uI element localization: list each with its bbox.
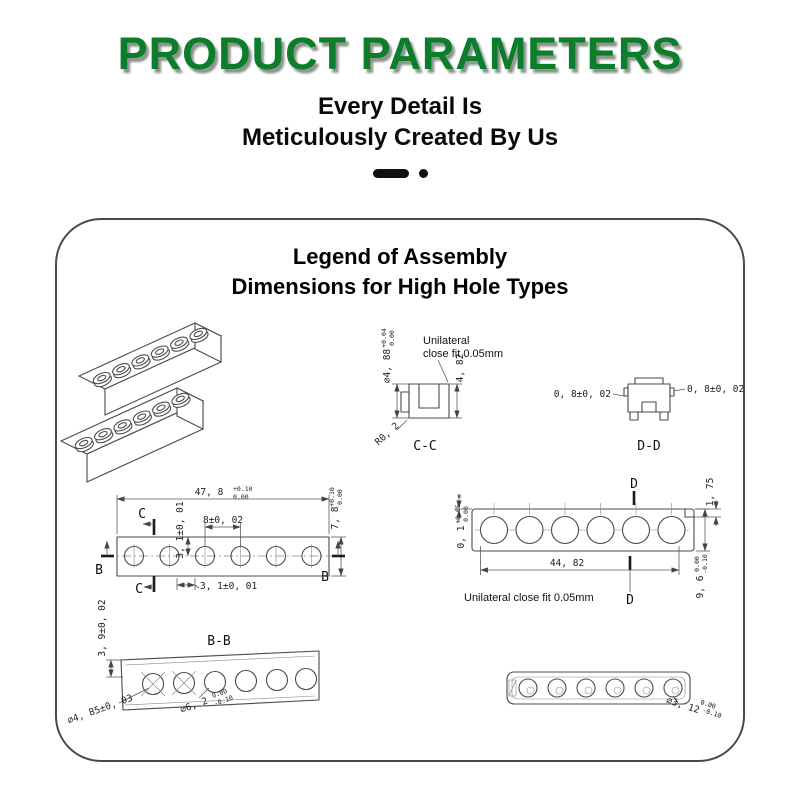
cc-note-line2: close fit 0.05mm bbox=[423, 348, 503, 360]
bb-section-label: B-B bbox=[207, 634, 231, 649]
isometric-bricks bbox=[59, 322, 223, 483]
front-height-tol-upper: +0.10 bbox=[328, 487, 336, 507]
top-flange-star: * bbox=[456, 493, 467, 499]
front-section-marker-c-top: C bbox=[138, 507, 146, 522]
front-outline bbox=[116, 536, 330, 577]
cc-radius-dim: R0, 2 bbox=[373, 420, 402, 447]
bb-outline bbox=[120, 650, 320, 711]
section-view-cc: Unilateral close fit 0.05mm ⌀4, 88 +0.04… bbox=[373, 328, 503, 454]
top-fit-note: Unilateral close fit 0.05mm bbox=[464, 592, 594, 604]
header: PRODUCT PARAMETERS Every Detail Is Metic… bbox=[0, 0, 800, 179]
dd-section-label: D-D bbox=[637, 439, 661, 454]
page-title: PRODUCT PARAMETERS bbox=[117, 28, 683, 79]
subtitle-line2: Meticulously Created By Us bbox=[241, 123, 559, 151]
section-view-dd: 0, 8±0, 02 0, 8±0, 02 D-D bbox=[554, 377, 743, 454]
legend-panel: Legend of Assembly Dimensions for High H… bbox=[55, 218, 745, 762]
cc-part-outline bbox=[408, 383, 450, 419]
front-edge-horizontal-dim: 3, 1±0, 01 bbox=[200, 581, 257, 592]
front-edge-vertical-dim: 3, 1±0, 01 bbox=[175, 501, 186, 558]
top-flange-tol-lower: 0.00 bbox=[462, 506, 470, 522]
dd-part-outline bbox=[627, 383, 671, 413]
bottom-view: ⌀3, 12 0.00 -0.10 bbox=[506, 671, 723, 720]
cc-diameter-dim: ⌀4, 88 bbox=[382, 349, 393, 384]
panel-title-line2: Dimensions for High Hole Types bbox=[231, 273, 569, 299]
front-section-marker-c-bottom: C bbox=[135, 582, 143, 597]
section-view-bb: B-B 3, 9±0, 02 bbox=[66, 599, 320, 727]
divider bbox=[0, 169, 800, 179]
front-height-tol-lower: 0.00 bbox=[336, 489, 344, 505]
dd-right-dim: 0, 8±0, 02 bbox=[687, 384, 743, 395]
top-depth-tol-upper: 0.00 bbox=[693, 556, 701, 572]
top-section-marker-d-bottom: D bbox=[626, 593, 634, 608]
bottom-holes bbox=[518, 678, 683, 698]
panel-title: Legend of Assembly Dimensions for High H… bbox=[57, 242, 743, 301]
front-section-marker-b-left: B bbox=[95, 563, 103, 578]
top-flange-tol-upper: +0.05 bbox=[454, 504, 462, 524]
cc-height-dim: 4, 82 bbox=[455, 354, 466, 383]
front-section-marker-b-right: B bbox=[321, 570, 329, 585]
subtitle-line1: Every Detail Is bbox=[317, 93, 483, 120]
bb-holes bbox=[140, 667, 318, 697]
bottom-outline bbox=[506, 671, 691, 705]
top-depth-tol-lower: -0.10 bbox=[701, 554, 709, 574]
top-section-marker-d-top: D bbox=[630, 477, 638, 492]
top-width-dim: 44, 82 bbox=[550, 558, 584, 569]
panel-title-line1: Legend of Assembly bbox=[292, 244, 508, 269]
front-view: 47, 8 +0.10 0.00 7, 8 +0.10 0.00 8±0, 02… bbox=[95, 485, 346, 597]
front-width-tol-lower: 0.00 bbox=[233, 493, 249, 501]
front-width-dim: 47, 8 bbox=[195, 487, 224, 498]
cc-flange-outline bbox=[400, 391, 410, 413]
subtitle: Every Detail Is Meticulously Created By … bbox=[0, 92, 800, 153]
bb-stud-dia-dim: ⌀6, 2 bbox=[179, 696, 210, 716]
top-studs bbox=[475, 503, 689, 545]
front-holes bbox=[123, 544, 322, 568]
top-lip-dim: 1, 75 bbox=[705, 478, 716, 507]
front-width-tol-upper: +0.10 bbox=[233, 485, 253, 493]
top-depth-dim: 9, 6 bbox=[695, 575, 706, 598]
divider-dot bbox=[418, 169, 428, 179]
dd-left-dim: 0, 8±0, 02 bbox=[554, 389, 611, 400]
top-outline bbox=[471, 508, 695, 552]
bottom-hole-tol-lower: -0.10 bbox=[701, 706, 722, 720]
technical-drawing: Unilateral close fit 0.05mm ⌀4, 88 +0.04… bbox=[59, 322, 743, 727]
top-view: 1, 75 D D 44, 82 0, 1 +0.05 0.00 bbox=[454, 477, 721, 608]
divider-bar bbox=[372, 169, 409, 179]
front-height-dim: 7, 8 bbox=[330, 506, 341, 529]
top-flange-dim: 0, 1 bbox=[456, 525, 467, 548]
cc-note-line1: Unilateral bbox=[423, 335, 469, 347]
cc-diameter-tol-upper: +0.04 bbox=[380, 328, 388, 348]
cc-section-label: C-C bbox=[413, 439, 436, 454]
cc-diameter-tol-lower: 0.00 bbox=[388, 330, 396, 346]
front-pitch-dim: 8±0, 02 bbox=[203, 515, 243, 526]
bb-height-dim: 3, 9±0, 02 bbox=[97, 599, 108, 656]
